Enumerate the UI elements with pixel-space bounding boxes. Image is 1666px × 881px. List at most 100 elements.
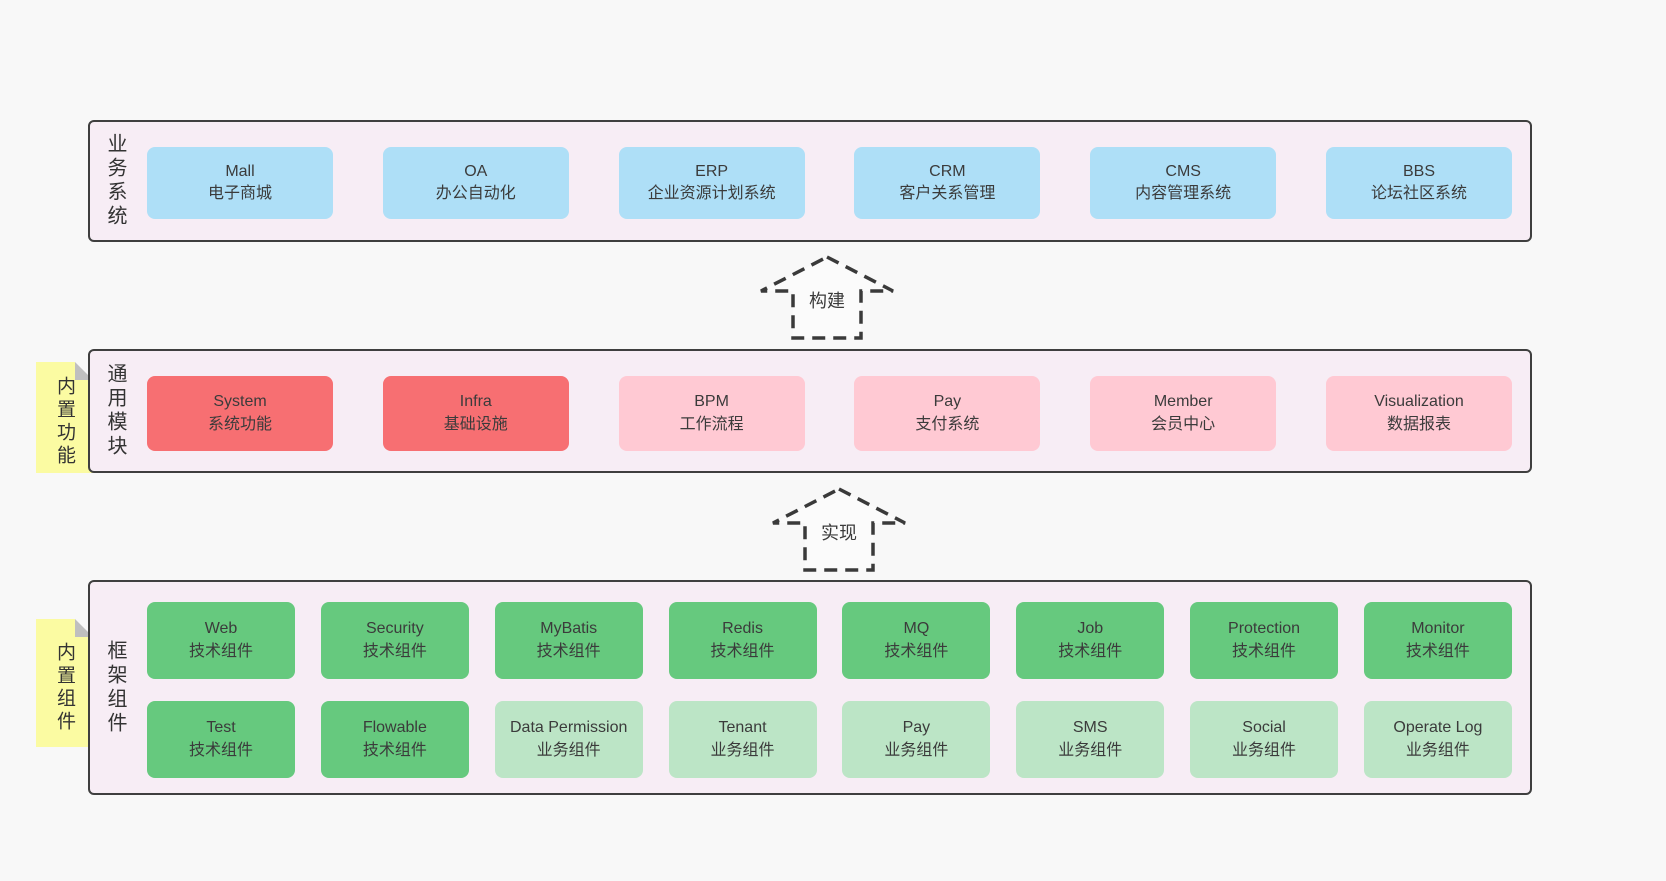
box-sms: SMS 业务组件 [1016, 701, 1165, 778]
box-title: Mall [225, 162, 255, 180]
box-title: SMS [1072, 719, 1108, 737]
panel-label-business-systems: 业务系统 [104, 133, 126, 229]
box-title: Protection [1228, 620, 1301, 638]
tag-built-in-components: 内置组件 [36, 619, 93, 747]
box-subtitle: 企业资源计划系统 [647, 185, 776, 202]
box-mybatis: MyBatis 技术组件 [494, 602, 643, 679]
box-title: Social [1242, 719, 1286, 737]
box-member: Member 会员中心 [1090, 376, 1277, 451]
box-mq: MQ 技术组件 [842, 602, 991, 679]
panel-label-framework-components: 框架组件 [104, 639, 126, 736]
box-title: Security [365, 620, 424, 638]
box-data-permission: Data Permission 业务组件 [494, 701, 643, 778]
box-visualization: Visualization 数据报表 [1325, 376, 1512, 451]
box-title: System [213, 393, 267, 411]
box-title: Pay [902, 719, 931, 737]
business-box-row: Mall 电子商城 OA 办公自动化 ERP 企业资源计划系统 CRM 客户关系… [147, 147, 1512, 219]
box-subtitle: 技术组件 [188, 741, 253, 759]
panel-business-systems: 业务系统 Mall 电子商城 OA 办公自动化 ERP 企业资源计划系统 CRM… [88, 120, 1532, 242]
components-box-row-2: Test 技术组件 Flowable 技术组件 Data Permission … [147, 701, 1512, 778]
box-pay-system: Pay 支付系统 [854, 376, 1041, 451]
arrow-label: 实现 [818, 519, 860, 545]
box-title: Infra [459, 393, 492, 411]
box-subtitle: 论坛社区系统 [1370, 185, 1467, 202]
box-title: ERP [695, 162, 729, 180]
box-subtitle: 工作流程 [679, 415, 744, 433]
box-title: MyBatis [540, 620, 598, 638]
box-subtitle: 技术组件 [188, 642, 253, 660]
box-title: Job [1077, 620, 1104, 638]
box-title: CRM [929, 162, 966, 180]
box-tenant: Tenant 业务组件 [668, 701, 817, 778]
box-title: Flowable [362, 719, 427, 737]
box-title: Visualization [1374, 393, 1464, 411]
box-monitor: Monitor 技术组件 [1363, 602, 1512, 679]
box-title: Pay [933, 393, 962, 411]
box-title: Redis [722, 620, 763, 638]
box-title: BBS [1402, 162, 1435, 180]
box-erp: ERP 企业资源计划系统 [618, 147, 805, 219]
box-title: OA [464, 162, 488, 180]
box-subtitle: 业务组件 [1058, 741, 1123, 759]
box-subtitle: 业务组件 [536, 741, 601, 759]
arrow-implement-up: 实现 [769, 486, 909, 574]
tag-label: 内置功能 [54, 375, 75, 468]
arrow-build-up: 构建 [757, 254, 897, 342]
box-subtitle: 业务组件 [884, 741, 949, 759]
box-infra: Infra 基础设施 [382, 376, 569, 451]
box-title: Web [204, 620, 238, 638]
box-subtitle: 会员中心 [1151, 415, 1216, 433]
box-subtitle: 电子商城 [207, 185, 272, 202]
panel-label-common-modules: 通用模块 [104, 363, 126, 459]
box-subtitle: 内容管理系统 [1135, 185, 1232, 202]
box-title: BPM [694, 393, 729, 411]
box-bbs: BBS 论坛社区系统 [1325, 147, 1512, 219]
box-subtitle: 技术组件 [362, 741, 427, 759]
tag-label: 内置组件 [54, 642, 75, 735]
box-social: Social 业务组件 [1190, 701, 1339, 778]
box-title: CMS [1165, 162, 1201, 180]
box-subtitle: 系统功能 [207, 415, 272, 433]
box-title: Monitor [1411, 620, 1465, 638]
box-subtitle: 业务组件 [1232, 741, 1297, 759]
arrow-label: 构建 [806, 287, 848, 313]
box-subtitle: 技术组件 [710, 642, 775, 660]
box-subtitle: 支付系统 [915, 415, 980, 433]
box-subtitle: 基础设施 [443, 415, 508, 433]
box-subtitle: 技术组件 [536, 642, 601, 660]
box-title: Operate Log [1393, 719, 1483, 737]
box-system: System 系统功能 [147, 376, 333, 451]
box-subtitle: 数据报表 [1386, 415, 1451, 433]
box-title: MQ [903, 620, 930, 638]
box-protection: Protection 技术组件 [1190, 602, 1339, 679]
panel-common-modules: 通用模块 System 系统功能 Infra 基础设施 BPM 工作流程 Pay… [88, 349, 1532, 473]
box-web: Web 技术组件 [147, 602, 295, 679]
box-title: Data Permission [510, 719, 628, 737]
box-subtitle: 业务组件 [1405, 741, 1470, 759]
box-subtitle: 技术组件 [362, 642, 427, 660]
box-mall: Mall 电子商城 [147, 147, 333, 219]
panel-framework-components: 框架组件 Web 技术组件 Security 技术组件 MyBatis 技术组件… [88, 580, 1532, 795]
box-title: Member [1153, 393, 1213, 411]
modules-box-row: System 系统功能 Infra 基础设施 BPM 工作流程 Pay 支付系统… [147, 376, 1512, 451]
box-job: Job 技术组件 [1016, 602, 1165, 679]
box-title: Test [206, 719, 236, 737]
box-subtitle: 技术组件 [1405, 642, 1470, 660]
box-operate-log: Operate Log 业务组件 [1363, 701, 1512, 778]
box-subtitle: 客户关系管理 [899, 185, 996, 202]
box-flowable: Flowable 技术组件 [320, 701, 469, 778]
box-subtitle: 技术组件 [1058, 642, 1123, 660]
box-redis: Redis 技术组件 [668, 602, 817, 679]
components-box-row-1: Web 技术组件 Security 技术组件 MyBatis 技术组件 Redi… [147, 602, 1512, 679]
box-oa: OA 办公自动化 [382, 147, 569, 219]
box-bpm: BPM 工作流程 [618, 376, 805, 451]
box-subtitle: 办公自动化 [435, 185, 516, 202]
box-subtitle: 技术组件 [884, 642, 949, 660]
box-cms: CMS 内容管理系统 [1090, 147, 1277, 219]
tag-built-in-features: 内置功能 [36, 362, 93, 473]
box-subtitle: 业务组件 [710, 741, 775, 759]
box-pay-biz: Pay 业务组件 [842, 701, 991, 778]
box-security: Security 技术组件 [320, 602, 469, 679]
box-subtitle: 技术组件 [1232, 642, 1297, 660]
